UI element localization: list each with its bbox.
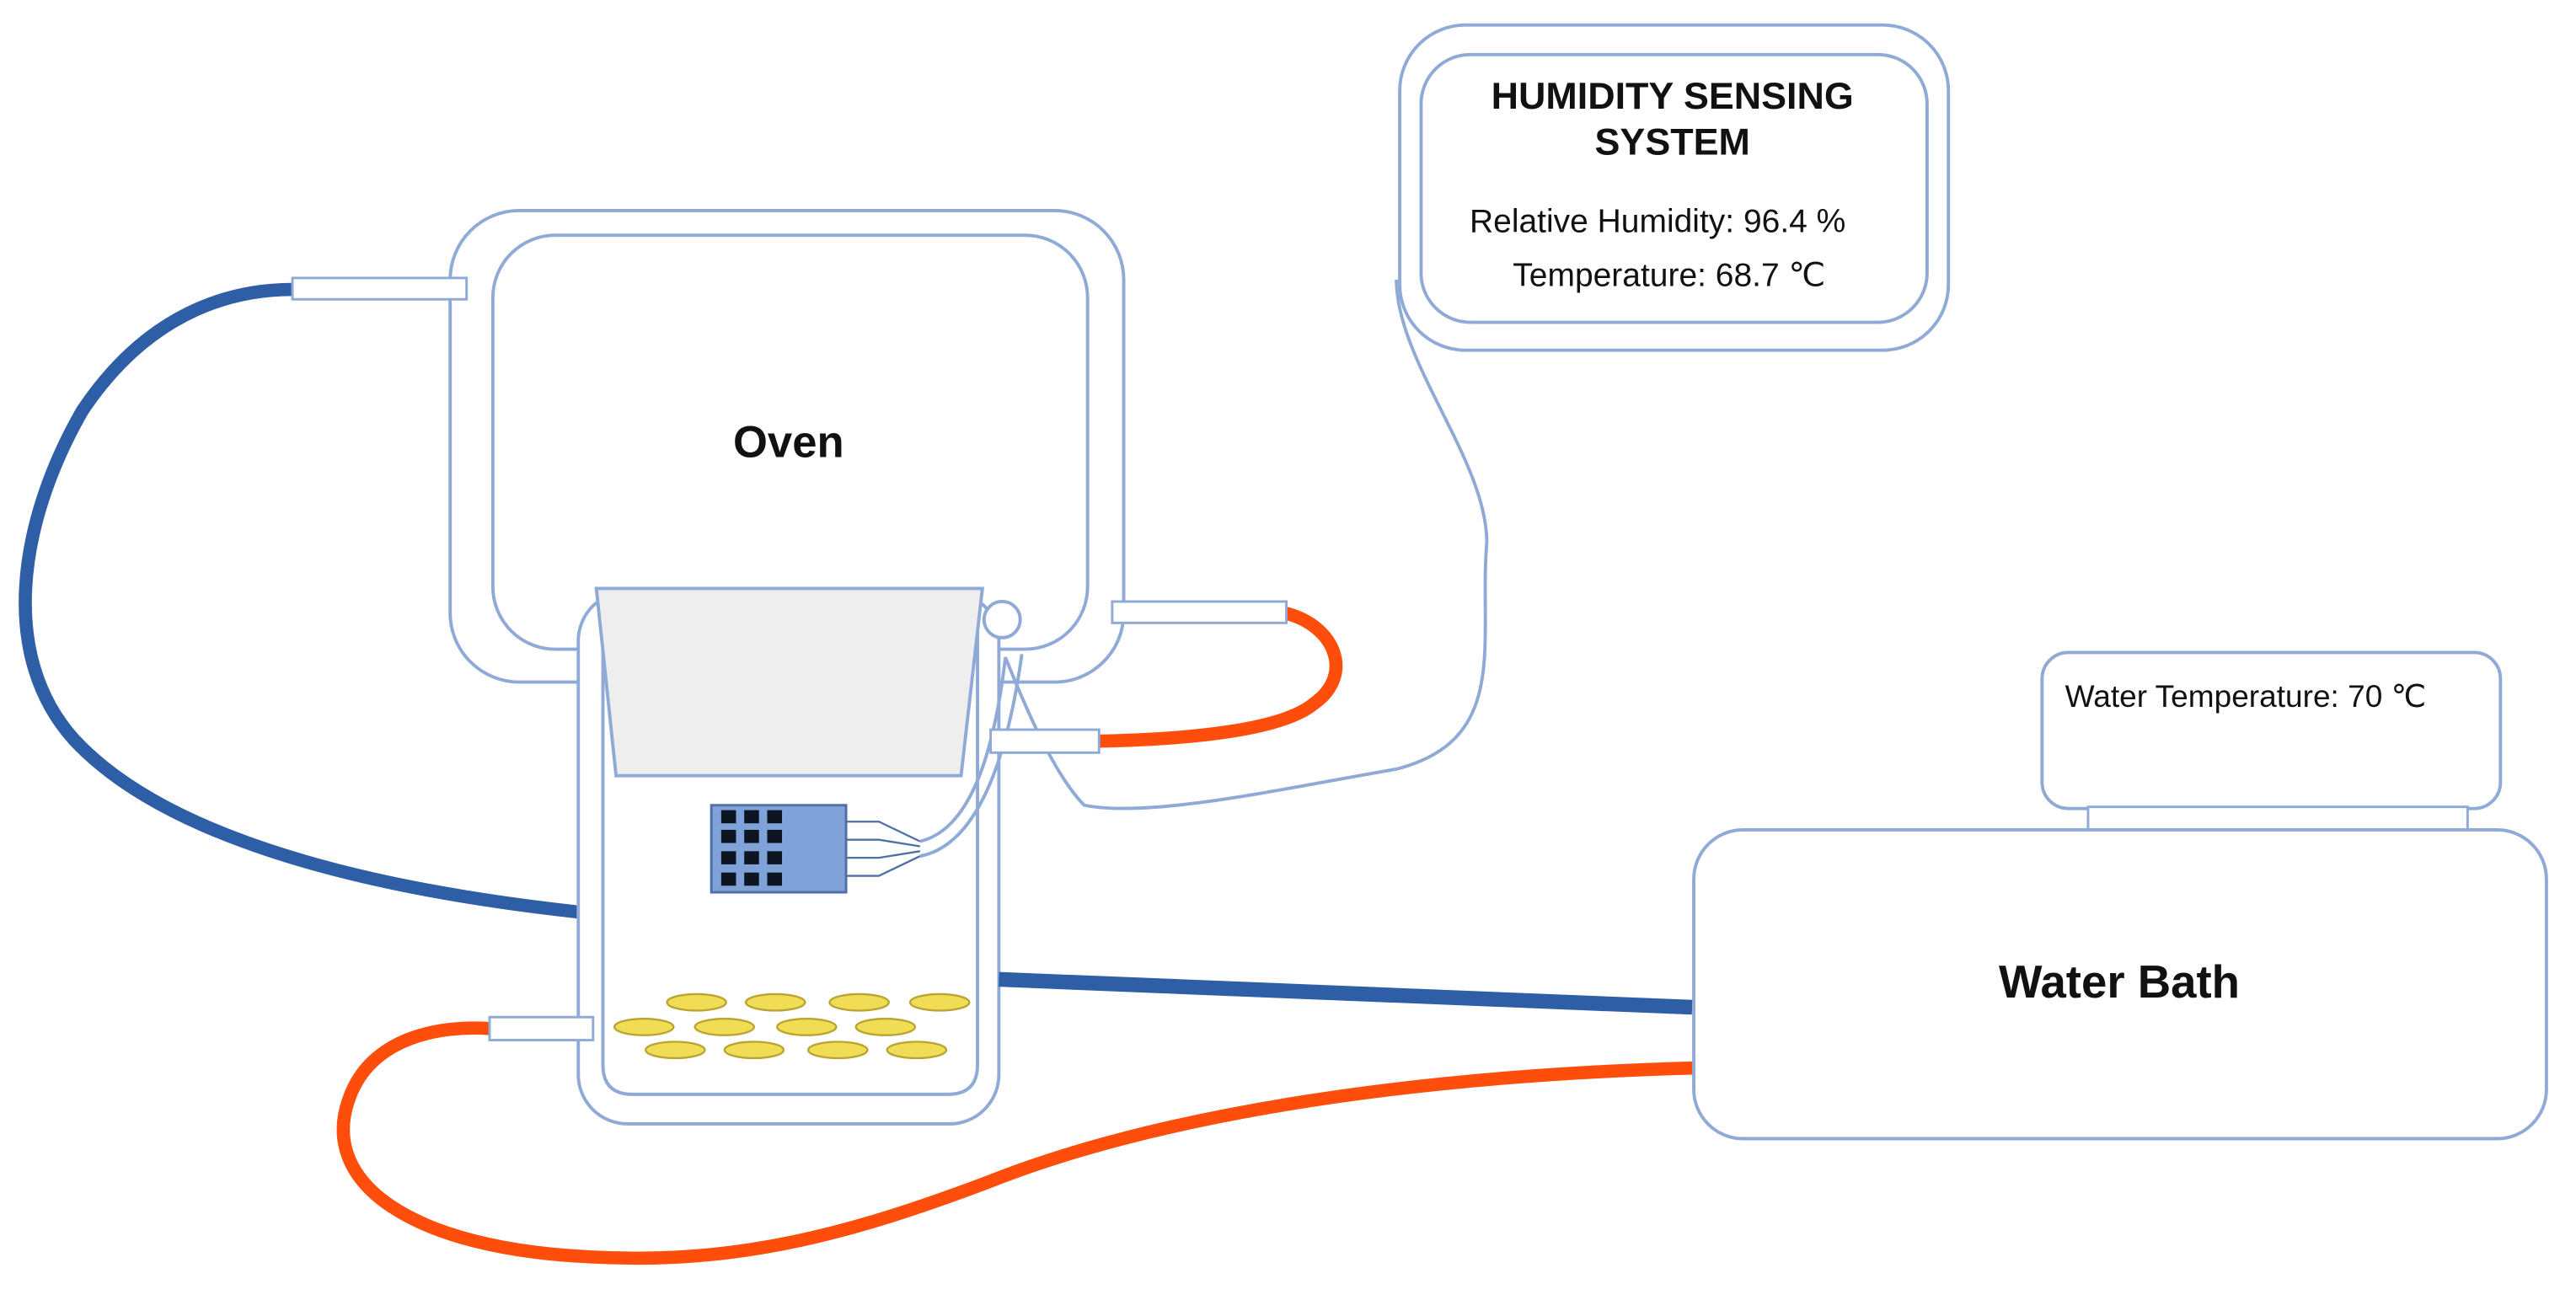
cold-tube-vessel-to-bath [999,971,1693,1015]
hot-tube-oven-to-vessel [1090,606,1343,748]
water-bath-display-stand [2086,805,2469,832]
vessel-jacket-port-bottom [488,1015,595,1041]
oven-top-port [291,276,469,301]
oven-label: Oven [733,417,844,467]
sensor-pins [846,821,921,877]
water-temperature-reading: Water Temperature: 70 ℃ [2065,678,2427,714]
temperature-reading: Temperature: 68.7 ℃ [1513,258,1825,294]
sensor-cable-return [919,654,1024,859]
water-bath-display [2040,650,2503,810]
cold-tube-oven-loop [19,282,586,919]
humidity-sensor-icon [710,804,921,894]
sensor-grid [720,810,783,886]
vessel-lid [594,586,985,778]
water-bath-body [1692,828,2548,1141]
oven: Oven [448,209,1126,684]
lid-cable-grommet [982,600,1022,639]
water-bath-label: Water Bath [1999,956,2240,1008]
water-bath: Water Temperature: 70 ℃ Water Bath [1692,650,2548,1141]
jacketed-vessel [576,586,1022,1126]
humidity-sensing-system: HUMIDITY SENSING SYSTEM Relative Humidit… [1398,23,1951,352]
oven-right-port [1111,600,1288,624]
humidity-system-title-line1: HUMIDITY SENSING [1492,74,1854,117]
sensor-cable [919,279,1489,843]
salt-pellet-icon [613,992,971,1060]
humidity-system-display [1419,52,1929,324]
hot-tube-bath-to-vessel [336,1021,1699,1265]
relative-humidity-reading: Relative Humidity: 96.4 % [1470,203,1845,239]
vessel-jacket-port-top [989,728,1101,754]
vessel-inner-wall [601,607,979,1096]
humidity-system-title-line2: SYSTEM [1595,120,1750,163]
